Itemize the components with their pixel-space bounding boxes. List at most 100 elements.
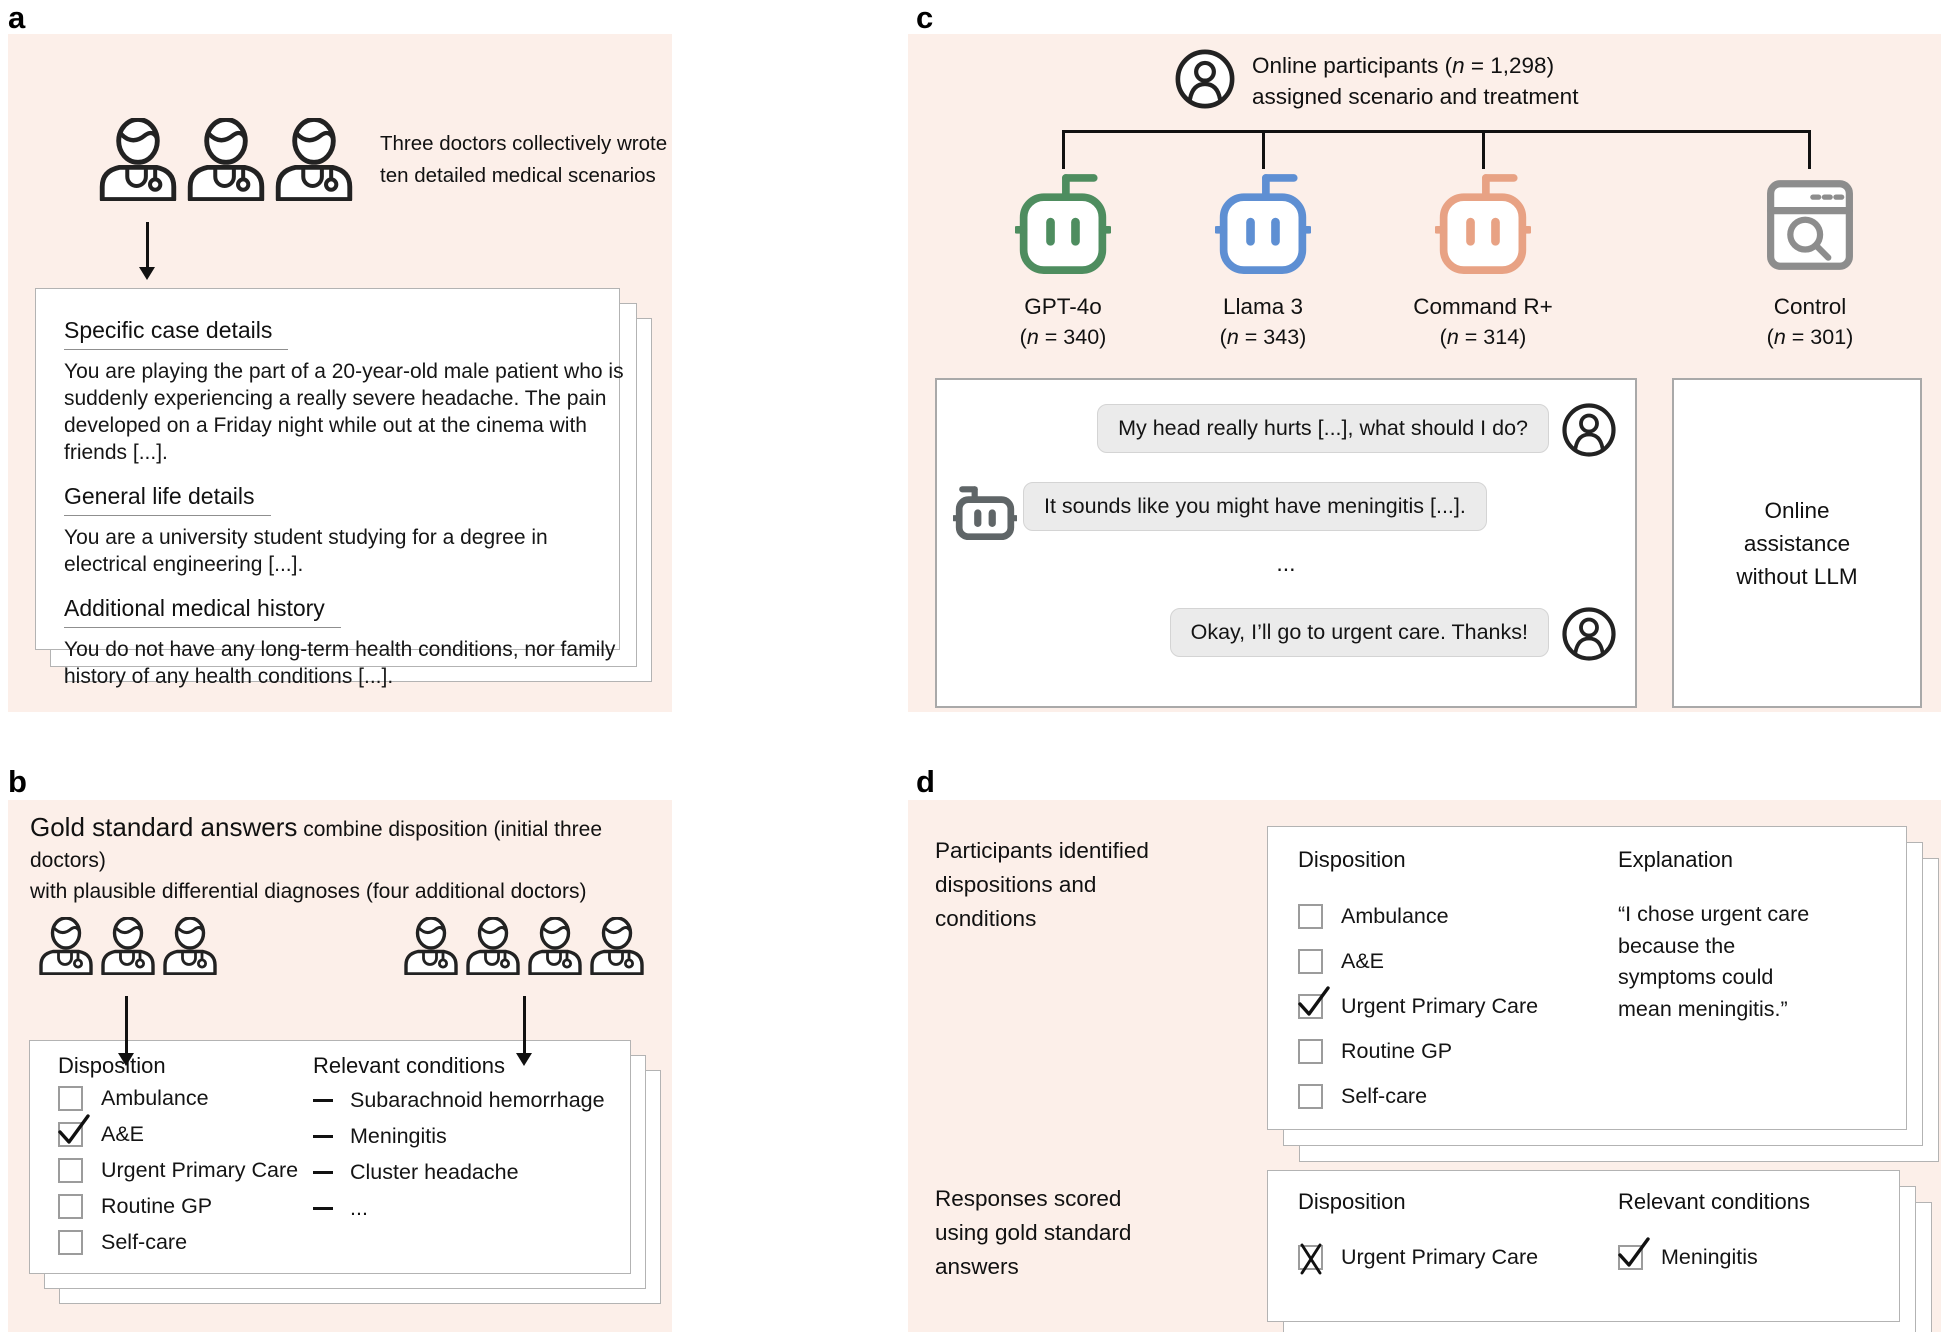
- check-icon: [1617, 1236, 1651, 1270]
- doctor-icon: [92, 118, 184, 201]
- panel-c-label: c: [916, 0, 934, 35]
- explanation-title: Explanation: [1618, 847, 1733, 872]
- panel-b-label: b: [8, 764, 27, 799]
- chat-ellipsis: ...: [1276, 550, 1296, 576]
- doctor-group-initial: [34, 917, 222, 975]
- arm-count: (n = 343): [1220, 322, 1307, 352]
- down-arrow-head: [139, 267, 155, 280]
- heading-strong: Gold standard answers: [30, 812, 298, 842]
- disposition-option: Urgent Primary Care: [1341, 994, 1539, 1018]
- doctor-icon: [34, 917, 98, 975]
- arm-llama3: Llama 3 (n = 343): [1168, 170, 1358, 352]
- disposition-option: Ambulance: [101, 1086, 209, 1110]
- disposition-row: Self-care: [1298, 1084, 1427, 1109]
- condition-item: Meningitis: [350, 1124, 447, 1148]
- participants-line1-post: = 1,298): [1464, 53, 1555, 78]
- checkbox: [1618, 1245, 1643, 1270]
- condition-row: Meningitis: [313, 1124, 447, 1149]
- scoring-card: Disposition Urgent Primary Care Relevant…: [1267, 1170, 1900, 1322]
- count-post: = 301): [1785, 325, 1854, 349]
- checkbox: [1298, 994, 1323, 1019]
- condition-row: Cluster headache: [313, 1160, 519, 1185]
- down-arrow: [125, 996, 128, 1054]
- count-post: = 314): [1458, 325, 1527, 349]
- robot-icon: [1015, 170, 1111, 280]
- check-icon: [57, 1113, 91, 1147]
- browser-search-icon: [1762, 170, 1858, 280]
- arm-count: (n = 340): [1020, 322, 1107, 352]
- disposition-option: Self-care: [1341, 1084, 1428, 1108]
- disposition-row: Self-care: [58, 1230, 187, 1255]
- doctor-icon: [523, 917, 587, 975]
- count-post: = 340): [1038, 325, 1107, 349]
- count-pre: (: [1439, 325, 1447, 349]
- panel-a-label: a: [8, 0, 26, 35]
- tree-horizontal-line: [1063, 130, 1811, 133]
- control-card: Online assistance without LLM: [1672, 378, 1922, 708]
- dash-bullet: [313, 1206, 333, 1211]
- section-body: You do not have any long-term health con…: [64, 638, 616, 688]
- user-avatar-icon: [1561, 402, 1617, 458]
- assistant-message-bubble: It sounds like you might have meningitis…: [1023, 482, 1487, 531]
- condition-row: Subarachnoid hemorrhage: [313, 1088, 605, 1113]
- arm-name: Control: [1773, 294, 1847, 319]
- checkbox: [1298, 904, 1323, 929]
- section-heading: Specific case details: [64, 317, 289, 350]
- doctor-icon: [585, 917, 649, 975]
- checkbox: [1298, 1039, 1323, 1064]
- checkbox: [1298, 1245, 1323, 1270]
- chat-card: My head really hurts [...], what should …: [935, 378, 1637, 708]
- disposition-row: A&E: [58, 1122, 144, 1147]
- heading-rest: combine disposition (initial three docto…: [30, 818, 603, 872]
- disposition-row: A&E: [1298, 949, 1384, 974]
- disposition-row: Routine GP: [58, 1194, 212, 1219]
- section-body: You are a university student studying fo…: [64, 526, 548, 576]
- disposition-option: Routine GP: [101, 1194, 213, 1218]
- conditions-title: Relevant conditions: [1618, 1189, 1811, 1214]
- disposition-option: A&E: [1341, 949, 1385, 973]
- doctor-icon: [461, 917, 525, 975]
- robot-icon: [1435, 170, 1531, 280]
- tree-branch-line: [1062, 130, 1065, 169]
- down-arrow-head: [118, 1053, 134, 1066]
- disposition-option: A&E: [101, 1122, 145, 1146]
- disposition-row: Routine GP: [1298, 1039, 1452, 1064]
- scored-disposition-row: Urgent Primary Care: [1298, 1245, 1538, 1270]
- doctor-icon: [180, 118, 272, 201]
- assistant-robot-icon: [953, 484, 1017, 540]
- scenario-section: Specific case details You are playing th…: [64, 317, 624, 466]
- disposition-option: Self-care: [101, 1230, 188, 1254]
- count-n: n: [1773, 325, 1786, 349]
- arm-count: (n = 301): [1767, 322, 1854, 352]
- disposition-option: Routine GP: [1341, 1039, 1453, 1063]
- checkbox: [1298, 1084, 1323, 1109]
- gold-standard-card: Disposition Ambulance A&E: [29, 1040, 631, 1274]
- x-mark-icon: [1298, 1242, 1324, 1276]
- section-body: You are playing the part of a 20-year-ol…: [64, 360, 624, 464]
- count-n: n: [1446, 325, 1459, 349]
- heading-line2: with plausible differential diagnoses (f…: [30, 880, 587, 903]
- scenario-section: Additional medical history You do not ha…: [64, 595, 619, 690]
- scenario-card: Specific case details You are playing th…: [35, 288, 624, 688]
- condition-row: ...: [313, 1196, 368, 1221]
- panel-c-trial: Online participants (n = 1,298) assigned…: [908, 34, 1941, 712]
- scenario-section: General life details You are a universit…: [64, 483, 619, 578]
- arm-name: Command R+: [1413, 294, 1553, 319]
- condition-item: Cluster headache: [350, 1160, 519, 1184]
- scored-condition-row: Meningitis: [1618, 1245, 1758, 1270]
- section-heading: General life details: [64, 483, 271, 516]
- checkbox: [58, 1122, 83, 1147]
- user-message-bubble: Okay, I’ll go to urgent care. Thanks!: [1169, 608, 1549, 657]
- down-arrow-head: [516, 1053, 532, 1066]
- tree-branch-line: [1262, 130, 1265, 169]
- dash-bullet: [313, 1170, 333, 1175]
- arm-control: Control (n = 301): [1715, 170, 1905, 352]
- robot-icon: [1215, 170, 1311, 280]
- arm-count: (n = 314): [1440, 322, 1527, 352]
- tree-branch-line: [1482, 130, 1485, 169]
- panel-d-label: d: [916, 764, 935, 799]
- user-avatar-icon: [1561, 606, 1617, 662]
- doctor-icon: [268, 118, 360, 201]
- checkbox: [58, 1194, 83, 1219]
